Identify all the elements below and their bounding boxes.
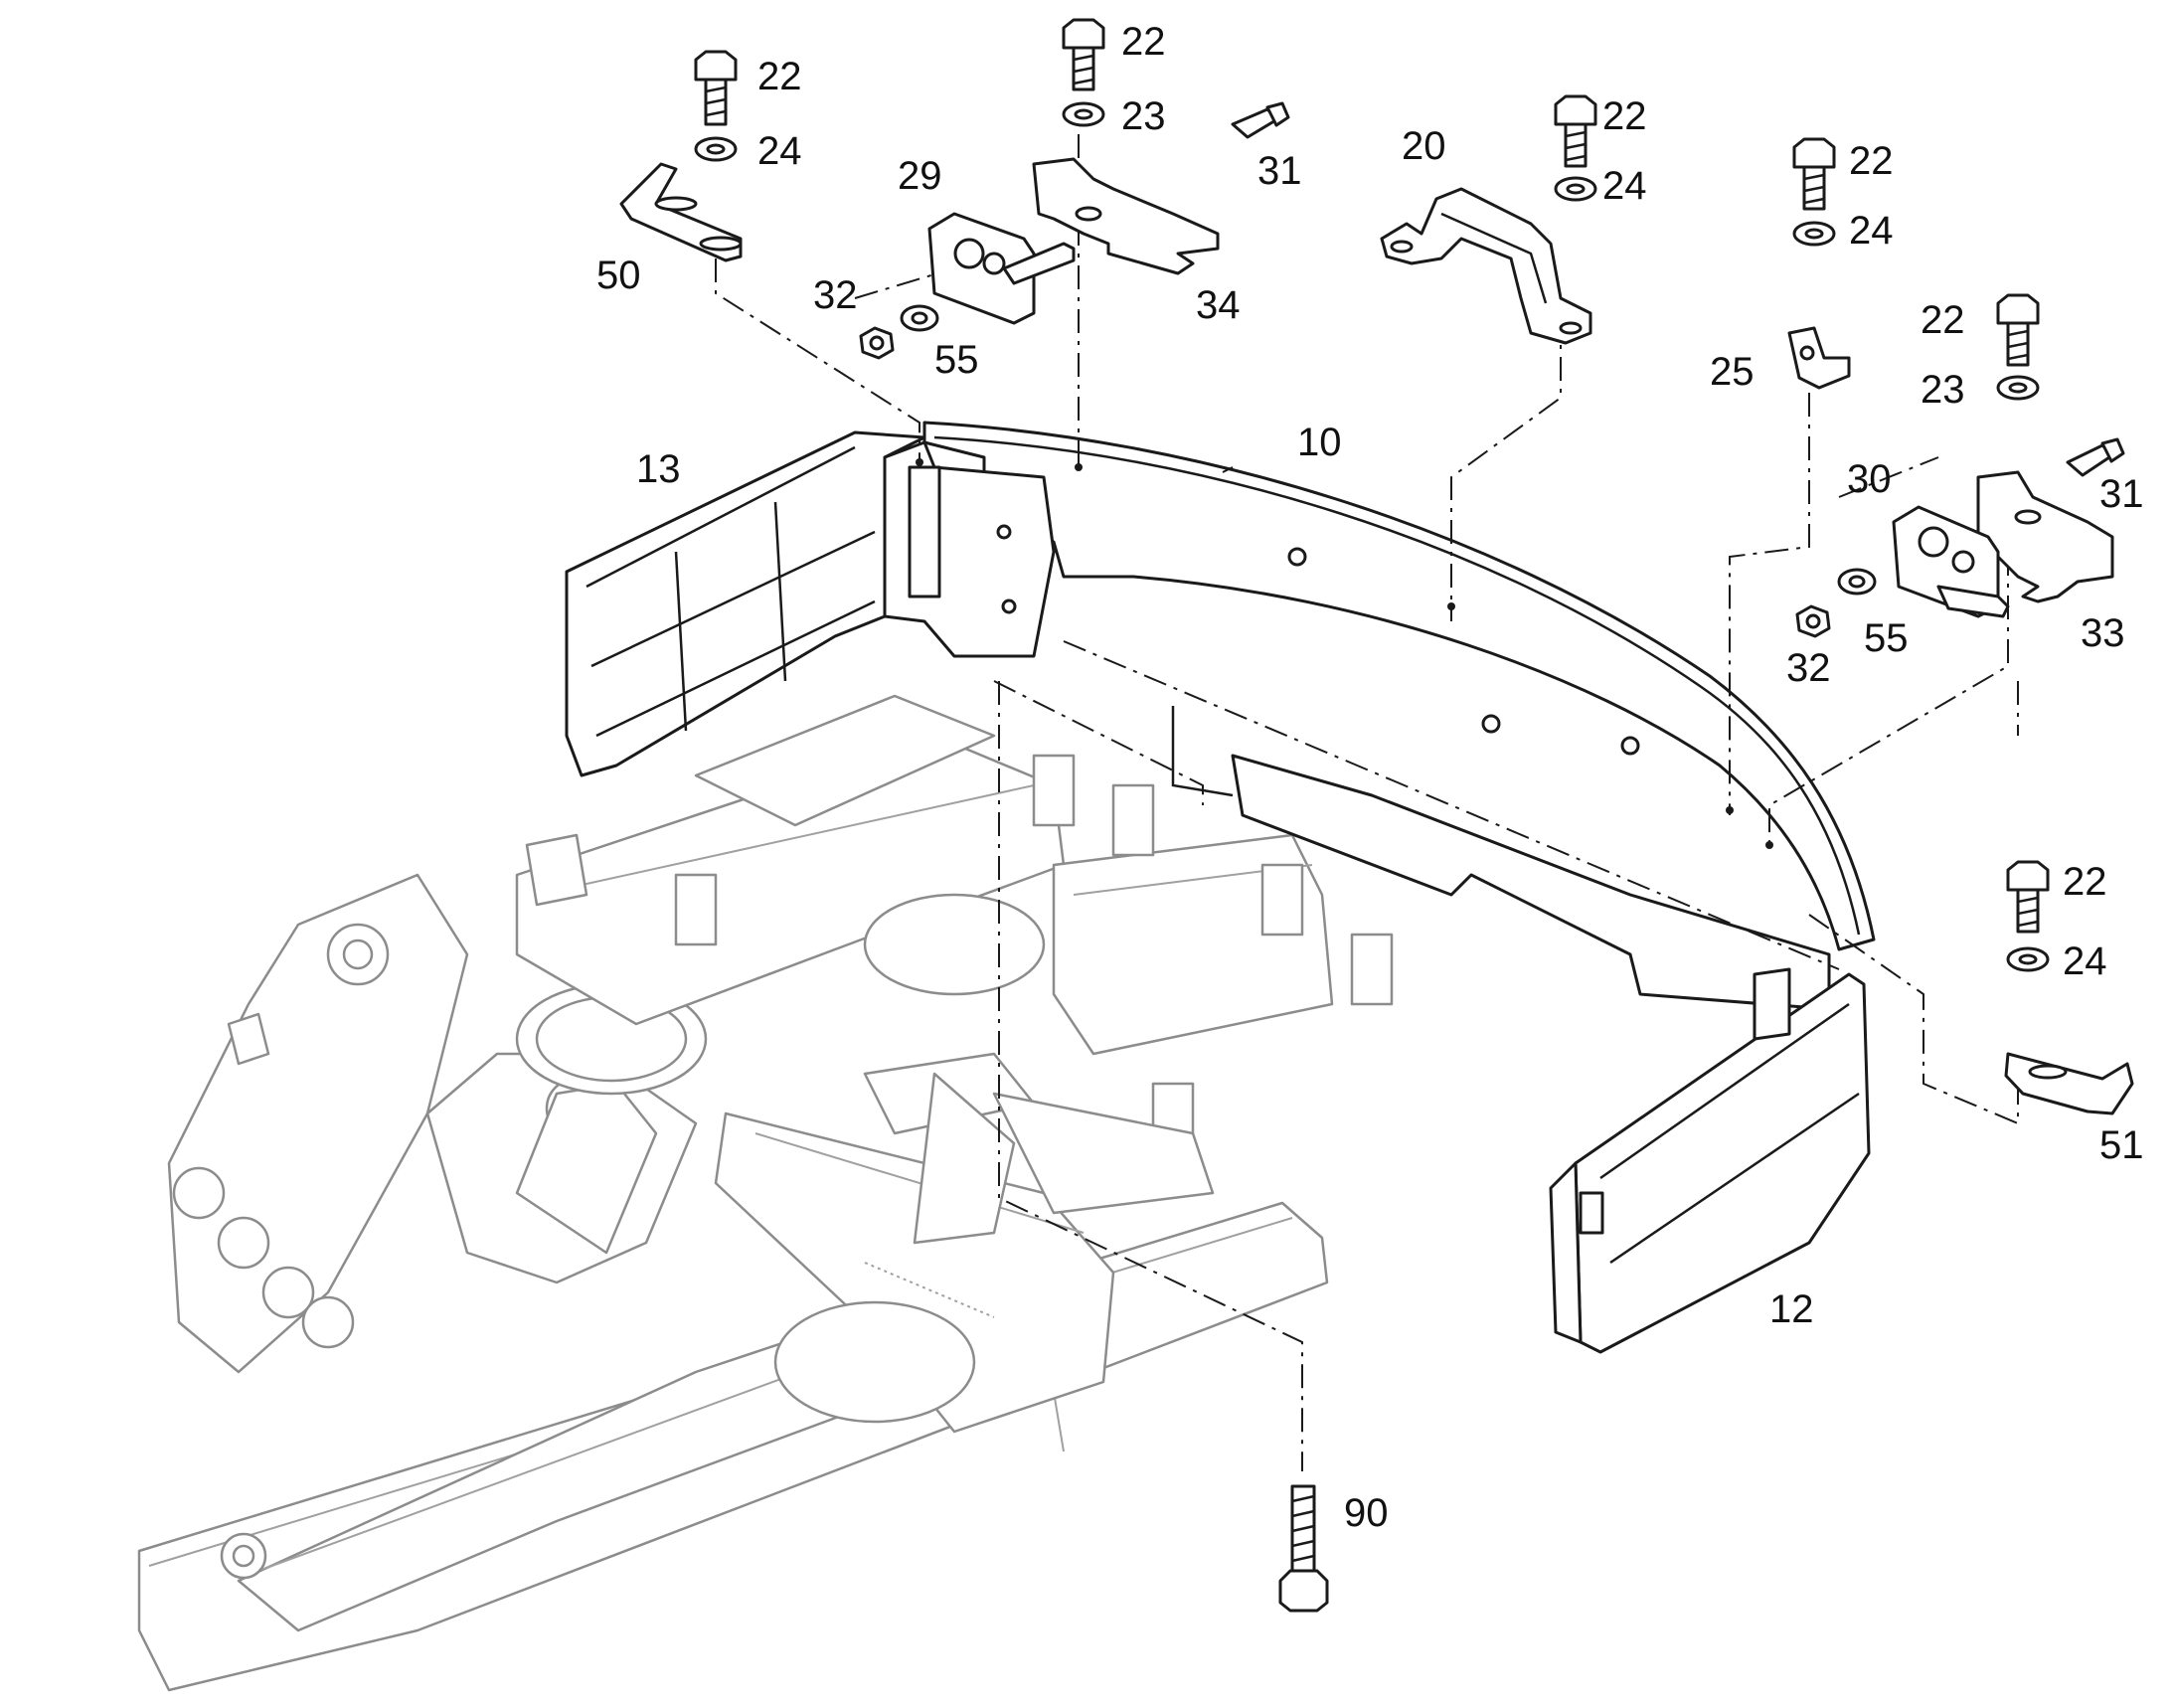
latch-29 [927, 212, 1076, 325]
callout-10: 10 [1297, 421, 1342, 464]
callout-22-handle: 22 [1602, 94, 1647, 138]
washer-24-handle [1554, 176, 1597, 202]
callout-25: 25 [1710, 350, 1755, 394]
callout-22-latch-right: 22 [1921, 298, 1965, 342]
callout-20: 20 [1402, 124, 1446, 168]
screw-31-right [2066, 437, 2125, 477]
latch-bracket-34 [1032, 157, 1220, 275]
callout-31-left: 31 [1257, 149, 1302, 193]
washer-23-right [1996, 375, 2040, 401]
washer-55-left [900, 304, 939, 332]
nut-32-left [859, 326, 895, 360]
bracket-50 [619, 162, 743, 262]
washer-55-right [1837, 568, 1877, 596]
callout-labels: 22 24 50 22 23 31 29 34 32 55 20 22 24 2… [596, 20, 2144, 1535]
bracket-51 [2004, 1052, 2134, 1115]
counterweight-main-plate [922, 421, 1876, 1011]
callout-24-bracket-25: 24 [1849, 209, 1894, 253]
callout-32-left: 32 [813, 273, 858, 317]
callout-90: 90 [1344, 1491, 1389, 1535]
bracket-25 [1787, 326, 1851, 390]
callout-24-left: 24 [757, 129, 802, 173]
callout-22-latch-left: 22 [1121, 20, 1166, 64]
callout-24-handle: 24 [1602, 164, 1647, 208]
callout-31-right: 31 [2099, 472, 2144, 516]
callout-29: 29 [898, 154, 942, 198]
callout-55-left: 55 [934, 338, 979, 382]
washer-24-left [694, 136, 738, 162]
bolt-22-handle [1554, 94, 1597, 168]
callout-12: 12 [1769, 1287, 1814, 1331]
right-side-cover [1549, 967, 1871, 1354]
callout-50: 50 [596, 254, 641, 297]
screw-31-left [1231, 101, 1290, 139]
callout-23-right: 23 [1921, 368, 1965, 412]
callout-51: 51 [2099, 1123, 2144, 1167]
ghosted-undercarriage-frame [137, 694, 1394, 1692]
latch-30 [1892, 505, 2010, 618]
bolt-90 [1278, 1484, 1329, 1613]
callout-22-left: 22 [757, 55, 802, 98]
washer-23-left [1062, 101, 1105, 127]
callout-22-bracket-51: 22 [2063, 860, 2107, 904]
nut-32-right [1795, 604, 1831, 638]
callout-34: 34 [1196, 283, 1241, 327]
bolt-22-latch-left [1062, 18, 1105, 91]
handle-20 [1380, 187, 1592, 345]
bolt-22-bracket-51 [2006, 860, 2050, 934]
bolt-22-bracket-25 [1792, 137, 1836, 211]
callout-22-bracket-25: 22 [1849, 139, 1894, 183]
callout-13: 13 [636, 447, 681, 491]
washer-24-bracket-25 [1792, 221, 1836, 247]
callout-32-right: 32 [1786, 646, 1831, 690]
callout-33: 33 [2081, 611, 2125, 655]
leader-lines [715, 134, 2019, 1471]
callout-30: 30 [1847, 457, 1892, 501]
callout-55-right: 55 [1864, 616, 1909, 660]
washer-24-bracket-51 [2006, 946, 2050, 972]
left-side-cover [565, 430, 1056, 777]
bolt-22-latch-right [1996, 293, 2040, 367]
bolt-22-left [694, 50, 738, 126]
callout-23-left: 23 [1121, 94, 1166, 138]
callout-24-bracket-51: 24 [2063, 939, 2107, 983]
latch-bracket-33 [1976, 470, 2114, 603]
